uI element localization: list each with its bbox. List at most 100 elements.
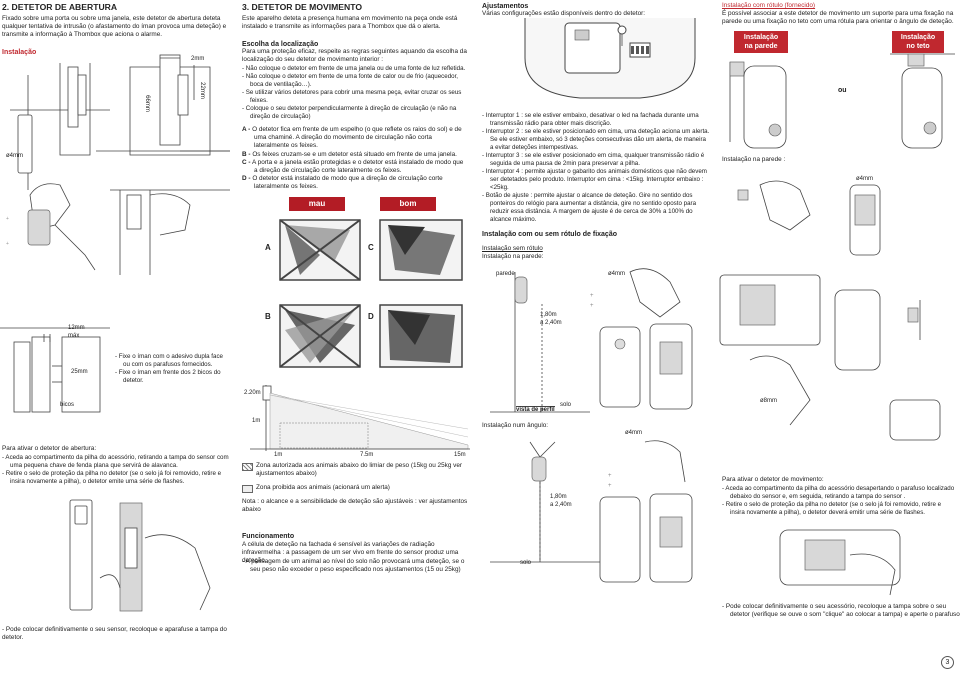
location-rules: - Não coloque o detetor em frente de uma…	[242, 65, 468, 121]
plan-label-b: B	[265, 312, 271, 321]
battery-illustration	[69, 499, 211, 612]
adjust-list: - Interruptor 1 : se ele estiver embaixo…	[482, 112, 710, 224]
activate-steps-c4: - Aceda ao compartimento da pilha do ace…	[722, 485, 956, 517]
detector-inside-illustration	[524, 18, 696, 99]
case-item: C - A porta e a janela estão protegidas …	[242, 159, 468, 175]
plan-label-d: D	[368, 312, 374, 321]
location-intro: Para uma proteção eficaz, respeite as re…	[242, 48, 467, 64]
dist-1m-left: 1m	[252, 418, 261, 424]
height-220: 2.20m	[244, 390, 261, 396]
bad-tag: mau	[289, 197, 345, 211]
drill-size-8mm: ø8mm	[760, 398, 777, 404]
dim-66mm: 66mm	[143, 95, 150, 112]
activate-heading-c4: Para ativar o detetor de movimento:	[722, 476, 824, 483]
magnet-illustration	[0, 327, 110, 413]
floor-label: solo	[560, 402, 572, 408]
svg-text:+: +	[608, 473, 612, 479]
case-text: Os feixes cruzam-se e um detetor está si…	[252, 150, 457, 158]
func-heading: Funcionamento	[242, 533, 295, 540]
location-rule: - Coloque o seu detetor perpendicularmen…	[242, 105, 457, 120]
magnet-note: - Fixe o íman em frente dos 2 bicos do d…	[115, 369, 221, 384]
location-rule: - Se utilizar vários detetores para cobr…	[242, 89, 462, 104]
case-item: B - Os feixes cruzam-se e um detetor est…	[242, 151, 468, 159]
adjust-intro: Várias configurações estão disponíveis d…	[482, 10, 646, 17]
ceiling-tag-line1: Instalação	[900, 34, 936, 41]
activate-step: - Aceda ao compartimento da pilha do ace…	[2, 454, 229, 469]
zone-ok-text: Zona autorizada aos animais abaixo do li…	[256, 462, 463, 478]
bracket-heading: Instalação com rótulo (fornecido)	[722, 2, 816, 9]
intro-text: Fixado sobre uma porta ou sobre uma jane…	[2, 15, 227, 39]
column-motion-detector: 3. DETETOR DE MOVIMENTO Este aparelho de…	[240, 0, 472, 674]
dist-7-5m: 7.5m	[360, 452, 374, 458]
adjust-item: - Interruptor 4 : permite ajustar o gaba…	[482, 168, 707, 191]
zone-ok-swatch	[242, 463, 253, 471]
case-text: O detetor está instalado de modo que a d…	[252, 175, 443, 191]
wall-bracket-steps-illustration	[719, 180, 941, 441]
activate-heading: Para ativar o detetor de abertura:	[2, 445, 97, 452]
case-list: A - O detetor fica em frente de um espel…	[242, 126, 468, 192]
dim-22mm: 22mm	[198, 82, 205, 99]
location-rule: - Não coloque o detetor em frente de uma…	[242, 73, 459, 88]
case-key: D -	[242, 175, 251, 183]
dim-25mm: 25mm	[71, 369, 88, 375]
floor-label-2: solo	[520, 560, 532, 566]
height-240-b: a 2,40m	[550, 502, 572, 508]
activate-steps: - Aceda ao compartimento da pilha do ace…	[2, 454, 230, 486]
install-fix-heading: Instalação com ou sem rótulo de fixação	[482, 231, 617, 238]
column-bracket-install: Instalação com rótulo (fornecido) É poss…	[719, 0, 960, 674]
ceiling-tag-line2: no teto	[906, 43, 930, 50]
case-key: C -	[242, 158, 251, 166]
zone-no-swatch	[242, 485, 253, 493]
wall-install-label: Instalação na parede :	[722, 156, 786, 163]
case-key: A -	[242, 126, 251, 133]
zone-legend-no: Zona proibida aos animais (acionará um a…	[242, 484, 468, 493]
bicos-label: bicos	[60, 402, 75, 408]
magnet-note: - Fixe o íman com o adesivo dupla face o…	[115, 353, 223, 368]
section-title-opening-detector: 2. DETETOR DE ABERTURA	[2, 2, 118, 12]
section-title-motion-detector: 3. DETETOR DE MOVIMENTO	[242, 2, 363, 12]
good-tag: bom	[380, 197, 436, 211]
dist-15m: 15m	[454, 452, 466, 458]
magnet-notes: - Fixe o íman com o adesivo dupla face o…	[115, 353, 227, 385]
install-heading: Instalação	[2, 49, 37, 56]
wall-install-tag: Instalação na parede	[734, 31, 788, 53]
svg-text:+: +	[6, 216, 9, 222]
plan-b	[279, 304, 361, 368]
drill-size-4mm-c4: ø4mm	[856, 176, 873, 182]
wall-tag-line2: na parede	[744, 43, 778, 50]
dim-2mm: 2mm	[191, 56, 205, 62]
page-number: 3	[941, 656, 954, 669]
corner-install: Instalação num ângulo:	[482, 422, 549, 429]
activate-step: - Retire o selo de proteção da pilha no …	[2, 470, 222, 485]
height-180: 1,80m	[540, 312, 557, 318]
adjust-item: - Interruptor 3 : se ele estiver posicio…	[482, 152, 705, 167]
plan-d	[379, 304, 463, 368]
dim-12mm: 12mm	[68, 325, 85, 331]
final-note: - Pode colocar definitivamente o seu sen…	[2, 626, 227, 642]
location-rule: - Não coloque o detetor em frente de uma…	[242, 65, 466, 72]
room-plans	[279, 219, 463, 368]
final-note-c4: - Pode colocar definitivamente o seu ace…	[722, 603, 960, 619]
height-240: a 2,40m	[540, 320, 562, 326]
activate-step: - Aceda ao compartimento da pilha do ace…	[722, 485, 955, 500]
drill-size-4mm: ø4mm	[608, 271, 625, 277]
adjust-item: - Interruptor 2 : se ele estiver posicio…	[482, 128, 710, 151]
install-no-bracket: Instalação sem rótulo	[482, 245, 543, 252]
corner-install-illustration: + +	[490, 440, 693, 583]
dist-1m: 1m	[274, 452, 283, 458]
svg-text:+: +	[608, 483, 612, 489]
detection-zone-diagram	[250, 385, 470, 451]
motion-intro: Este aparelho deteta a presença humana e…	[242, 15, 458, 31]
or-label: ou	[838, 87, 847, 94]
svg-text:+: +	[6, 241, 9, 247]
zone-no-text: Zona proibida aos animais (acionará um a…	[256, 484, 390, 491]
case-key: B -	[242, 150, 251, 158]
dim-max: máx	[68, 333, 80, 339]
plan-label-a: A	[265, 243, 271, 252]
range-note: Nota : o alcance e a sensibilidade de de…	[242, 498, 468, 514]
svg-text:+: +	[590, 293, 594, 299]
install-wall-sub: Instalação na parede:	[482, 253, 544, 260]
column-opening-detector: 2. DETETOR DE ABERTURA Fixado sobre uma …	[0, 0, 236, 674]
bracket-intro: É possível associar a este detetor de mo…	[722, 10, 954, 26]
drill-size-4mm-2: ø4mm	[625, 430, 642, 436]
